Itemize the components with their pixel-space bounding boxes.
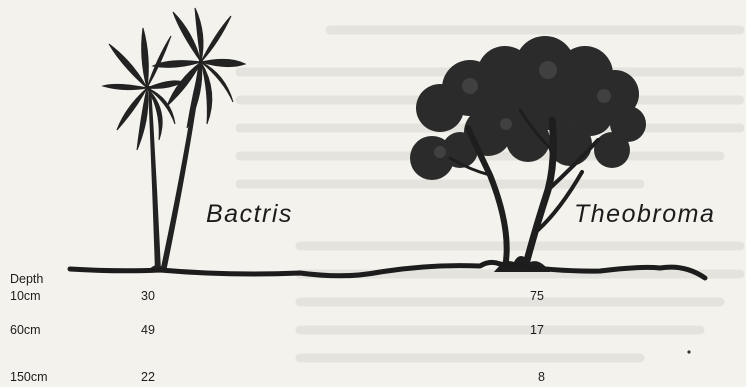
bactris-value: 22 <box>141 370 155 384</box>
theobroma-value: 8 <box>538 370 545 384</box>
depth-value: 60cm <box>10 323 41 337</box>
theobroma-value: 75 <box>530 289 544 303</box>
bactris-palm-illustration <box>103 8 245 272</box>
bactris-value: 30 <box>141 289 155 303</box>
bactris-label: Bactris <box>206 200 293 229</box>
depth-value: 10cm <box>10 289 41 303</box>
theobroma-label: Theobroma <box>574 200 715 229</box>
depth-value: 150cm <box>10 370 48 384</box>
depth-header: Depth <box>10 272 43 286</box>
theobroma-tree-illustration <box>410 36 646 272</box>
speck-mark <box>687 350 690 353</box>
theobroma-value: 17 <box>530 323 544 337</box>
bactris-value: 49 <box>141 323 155 337</box>
